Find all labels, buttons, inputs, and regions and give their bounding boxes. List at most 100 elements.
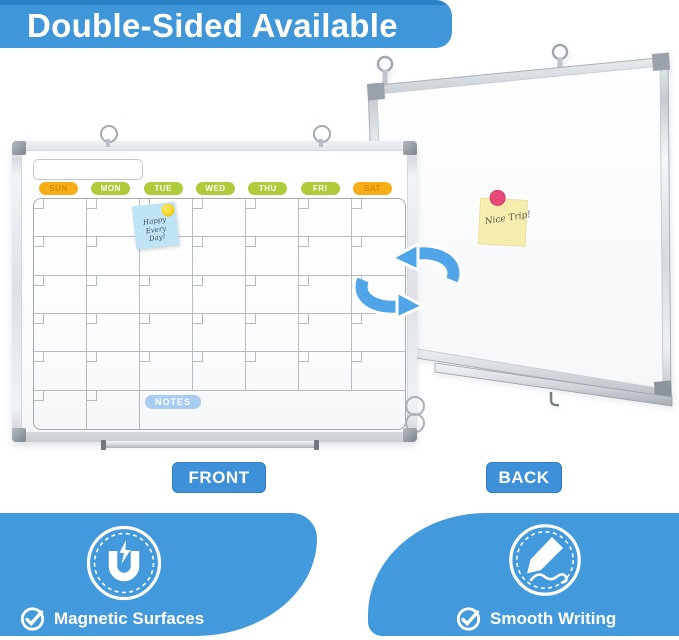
check-icon [456, 607, 481, 631]
calendar-cell [87, 199, 140, 238]
calendar-cell [246, 313, 299, 353]
flip-arrows-icon [352, 243, 463, 319]
calendar-cell [193, 199, 246, 238]
date-corner-mark [352, 199, 362, 209]
corner-cap [12, 428, 26, 442]
calendar-cell [87, 237, 140, 276]
calendar-cell [299, 313, 352, 353]
date-corner-mark [299, 275, 309, 286]
calendar-cell [193, 275, 246, 314]
calendar-cell [193, 237, 246, 276]
date-corner-mark [193, 275, 203, 286]
sticky-note-back: Nice Trip! [477, 189, 532, 247]
pencil-icon [509, 524, 581, 596]
calendar-grid: NOTES [33, 198, 406, 430]
date-corner-mark [193, 237, 203, 248]
day-pill-tue: TUE [143, 182, 183, 195]
calendar-cell [87, 275, 140, 314]
calendar-cell [87, 352, 140, 391]
banner: Double-Sided Available [0, 0, 452, 48]
date-corner-mark [246, 352, 256, 363]
calendar-cell [299, 237, 352, 276]
notes-label: NOTES [145, 394, 202, 409]
calendar-cell [34, 390, 87, 429]
date-corner-mark [140, 352, 150, 363]
tray-hook-icon [549, 392, 560, 407]
sticky-note-text: Happy Every Day! [142, 215, 167, 244]
day-pill-wed: WED [195, 182, 235, 195]
calendar-cell [34, 199, 87, 238]
calendar-cell [299, 199, 352, 238]
sticky-note-front: Happy Every Day! [131, 201, 180, 250]
date-corner-mark [140, 313, 150, 324]
feature-magnetic: Magnetic Surfaces [0, 513, 317, 636]
date-corner-mark [352, 313, 362, 324]
date-corner-mark [87, 390, 97, 401]
pen-tray-back [434, 362, 673, 407]
whiteboard-back: Nice Trip! [367, 43, 673, 407]
notes-area: NOTES [140, 391, 405, 429]
calendar-cell [246, 199, 299, 238]
calendar-cell [193, 313, 246, 353]
calendar-cell [246, 275, 299, 314]
date-corner-mark [193, 199, 203, 209]
day-pill-fri: FRI [300, 182, 340, 195]
calendar-cell [246, 352, 299, 391]
date-corner-mark [34, 275, 44, 286]
day-pill-thu: THU [248, 182, 288, 195]
date-corner-mark [34, 237, 44, 248]
calendar-cell [34, 313, 87, 353]
date-corner-mark [34, 352, 44, 363]
tray-end-cap [314, 440, 319, 450]
feature-writing: Smooth Writing [368, 513, 679, 636]
date-corner-mark [87, 237, 97, 248]
date-corner-mark [34, 313, 44, 324]
feature-label: Smooth Writing [490, 608, 617, 628]
date-corner-mark [352, 237, 362, 248]
calendar-cell [87, 390, 140, 429]
calendar-cell [246, 237, 299, 276]
date-corner-mark [87, 199, 97, 209]
calendar-cell [352, 199, 405, 238]
calendar-cell [299, 275, 352, 314]
month-title-box [33, 159, 143, 180]
calendar-cell [352, 352, 405, 391]
calendar-cell [352, 237, 405, 276]
front-label: FRONT [172, 462, 266, 493]
check-icon [20, 607, 45, 631]
date-corner-mark [193, 313, 203, 324]
corner-cap [12, 141, 26, 155]
hanging-hook-icon [376, 43, 569, 86]
tray-end-cap [101, 440, 106, 450]
day-pill-mon: MON [91, 182, 131, 195]
date-corner-mark [246, 199, 256, 209]
date-corner-mark [140, 275, 150, 286]
calendar-cell [34, 352, 87, 391]
date-corner-mark [34, 199, 44, 209]
pen-tray-front [101, 440, 319, 450]
calendar-cell [34, 237, 87, 276]
date-corner-mark [246, 275, 256, 286]
banner-title: Double-Sided Available [27, 6, 398, 44]
date-corner-mark [34, 390, 44, 401]
hanging-hook-icon [313, 125, 331, 147]
magnet-pin-icon [489, 189, 506, 206]
calendar-cell [352, 313, 405, 353]
date-corner-mark [193, 352, 203, 363]
back-label: BACK [486, 462, 562, 493]
date-corner-mark [299, 199, 309, 209]
calendar-cell [140, 313, 193, 353]
date-corner-mark [246, 313, 256, 324]
calendar-cell [87, 313, 140, 353]
corner-cap [403, 428, 417, 442]
magnet-icon [86, 525, 162, 601]
date-corner-mark [87, 275, 97, 286]
date-corner-mark [352, 352, 362, 363]
feature-label: Magnetic Surfaces [54, 608, 205, 628]
date-corner-mark [87, 313, 97, 324]
corner-cap [403, 141, 417, 155]
